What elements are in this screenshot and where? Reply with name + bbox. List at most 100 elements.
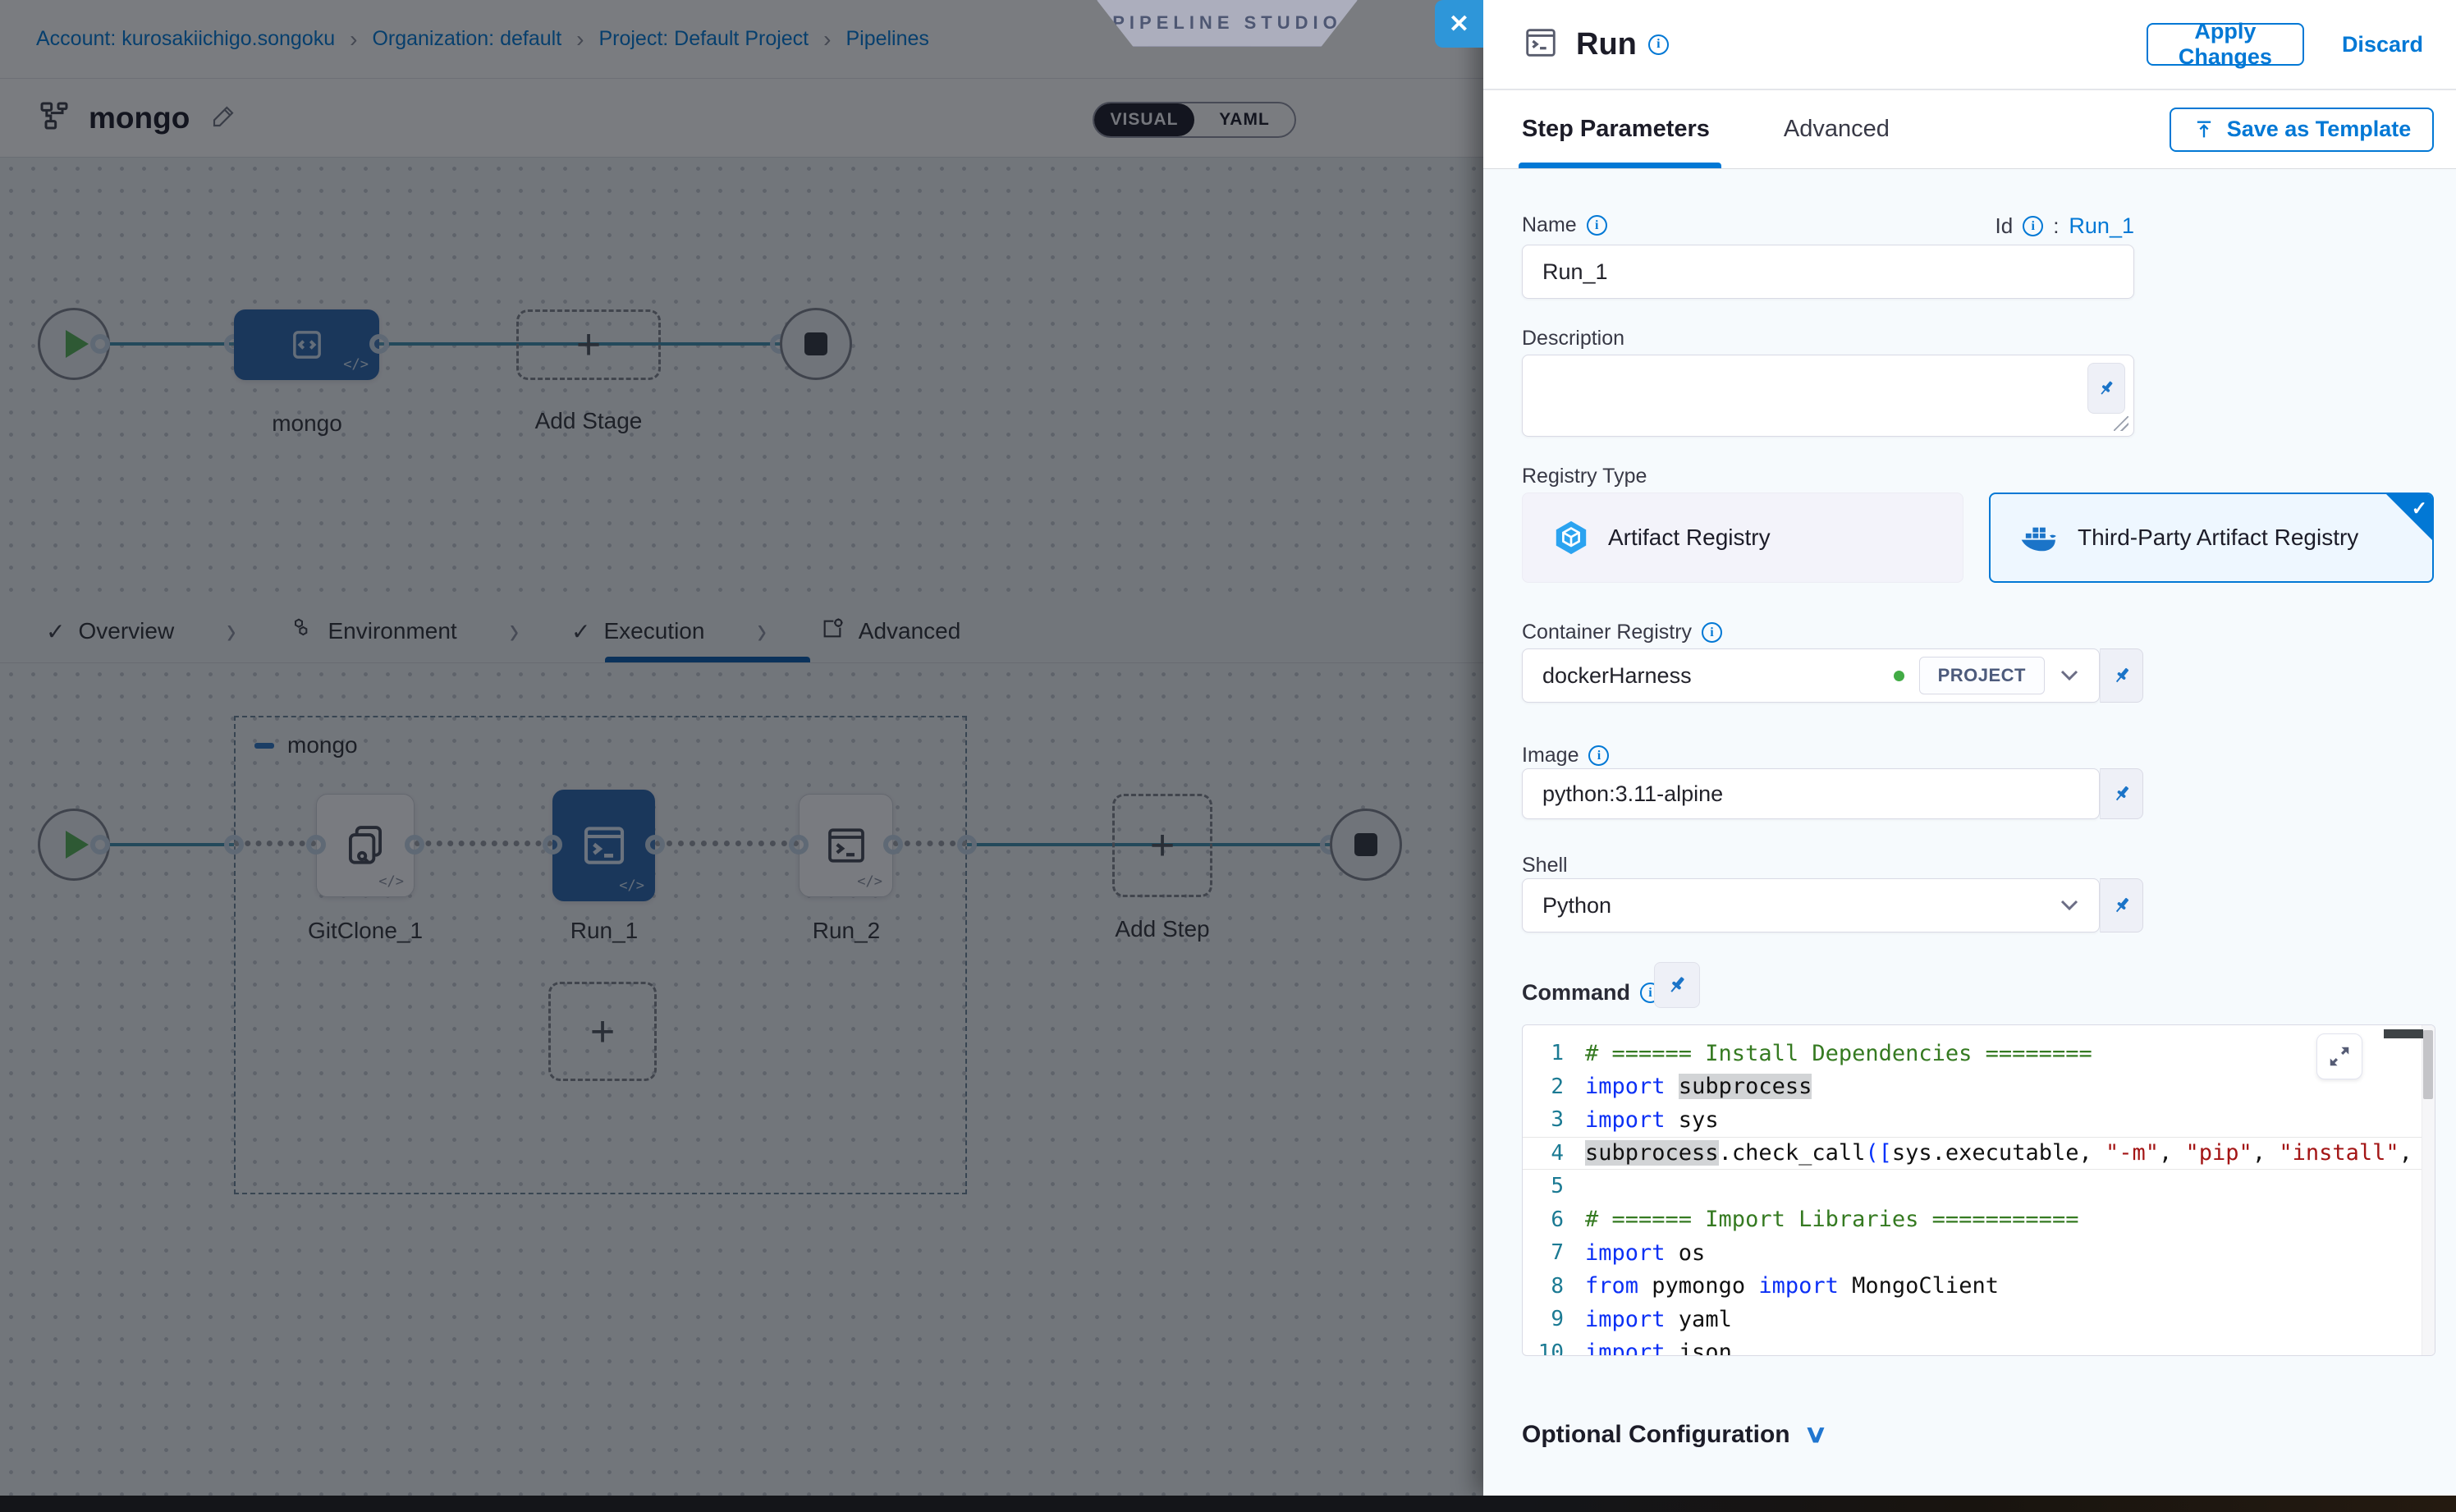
description-textarea[interactable] (1522, 355, 2134, 437)
id-separator: : (2053, 213, 2060, 238)
editor-scrollbar[interactable] (2422, 1025, 2435, 1355)
container-registry-value: dockerHarness (1542, 662, 1692, 688)
line-number: 5 (1551, 1174, 1564, 1199)
pin-button[interactable] (2087, 363, 2125, 414)
save-as-template-button[interactable]: Save as Template (2170, 107, 2434, 152)
artifact-registry-icon (1556, 520, 1587, 555)
editor-overview-marker (2384, 1029, 2423, 1038)
image-input[interactable]: python:3.11-alpine (1522, 768, 2100, 819)
id-row: Id i : Run_1 (1995, 213, 2135, 239)
editor-scrollbar-thumb[interactable] (2423, 1030, 2433, 1099)
terminal-icon (1522, 24, 1560, 66)
shell-label: Shell (1522, 854, 1568, 877)
docker-icon (2021, 527, 2056, 552)
editor-line[interactable]: 9 import yaml (1523, 1303, 2435, 1336)
line-number: 1 (1551, 1041, 1564, 1066)
line-code: import subprocess (1585, 1074, 1812, 1100)
command-editor[interactable]: 1 # ====== Install Dependencies ======== 2… (1522, 1024, 2435, 1356)
tab-step-parameters[interactable]: Step Parameters (1519, 90, 1721, 168)
editor-line[interactable]: 10 import json (1523, 1336, 2435, 1356)
name-input[interactable]: Run_1 (1522, 245, 2134, 299)
info-icon[interactable]: i (1702, 622, 1723, 643)
pin-button[interactable] (2100, 878, 2143, 932)
modal-backdrop[interactable] (0, 0, 1483, 1496)
command-editor-lines: 1 # ====== Install Dependencies ======== 2… (1523, 1025, 2435, 1356)
pipeline-studio-badge: PIPELINE STUDIO (1097, 0, 1358, 47)
step-config-panel: ✕ Run i Apply Changes Discard Step Param… (1435, 0, 2456, 1496)
scope-dot (1893, 670, 1904, 681)
editor-line[interactable]: 5 (1523, 1170, 2435, 1203)
info-icon[interactable]: i (1586, 215, 1607, 236)
chevron-down-icon[interactable] (2060, 670, 2079, 681)
editor-line[interactable]: 4 subprocess.check_call([sys.executable, … (1523, 1136, 2435, 1170)
save-as-template-label: Save as Template (2226, 117, 2412, 141)
info-icon[interactable]: i (1647, 34, 1669, 55)
optional-configuration-toggle[interactable]: Optional Configuration ∨ (1522, 1420, 1828, 1449)
editor-line[interactable]: 2 import subprocess (1523, 1070, 2435, 1104)
info-icon[interactable]: i (1588, 745, 1610, 766)
panel-title: Run (1576, 26, 1637, 62)
line-code: # ====== Install Dependencies ======== (1585, 1040, 2092, 1066)
line-number: 6 (1551, 1207, 1564, 1232)
registry-option-artifact[interactable]: Artifact Registry (1522, 493, 1963, 583)
optional-configuration-label: Optional Configuration (1522, 1420, 1790, 1448)
pin-button[interactable] (1654, 962, 1700, 1008)
container-registry-input[interactable]: dockerHarness PROJECT (1522, 648, 2100, 703)
line-code: from pymongo import MongoClient (1585, 1273, 1999, 1299)
editor-line[interactable]: 8 from pymongo import MongoClient (1523, 1270, 2435, 1304)
info-icon[interactable]: i (2023, 216, 2044, 236)
check-icon: ✓ (2411, 497, 2427, 519)
line-code: import os (1585, 1239, 1706, 1266)
line-number: 9 (1551, 1307, 1564, 1332)
registry-type-label: Registry Type (1522, 465, 1647, 488)
desktop-bottom-strip (0, 1496, 2456, 1512)
resize-handle[interactable] (2114, 416, 2128, 431)
close-button[interactable]: ✕ (1435, 0, 1483, 48)
registry-option-third-party[interactable]: Third-Party Artifact Registry ✓ (1989, 493, 2434, 583)
panel-header: Run i Apply Changes Discard (1483, 0, 2456, 90)
upload-icon (2197, 121, 2211, 137)
fullscreen-icon (2330, 1047, 2349, 1066)
id-value: Run_1 (2069, 213, 2134, 238)
shell-value: Python (1542, 892, 1612, 918)
editor-line[interactable]: 3 import sys (1523, 1103, 2435, 1137)
pin-button[interactable] (2100, 768, 2143, 819)
line-number: 3 (1551, 1107, 1564, 1133)
shell-field: Python (1522, 878, 2143, 932)
image-field: python:3.11-alpine (1522, 768, 2143, 819)
apply-changes-button[interactable]: Apply Changes (2146, 19, 2304, 69)
line-number: 8 (1551, 1273, 1564, 1299)
chevron-down-icon[interactable] (2060, 900, 2079, 911)
line-code: # ====== Import Libraries =========== (1585, 1207, 2079, 1233)
line-number: 7 (1551, 1240, 1564, 1266)
registry-option-label: Third-Party Artifact Registry (2078, 525, 2359, 550)
expand-editor-button[interactable] (2316, 1033, 2362, 1079)
shell-select[interactable]: Python (1522, 878, 2100, 932)
description-label: Description (1522, 327, 1625, 350)
discard-button[interactable]: Discard (2341, 31, 2423, 57)
line-code: import yaml (1585, 1306, 1732, 1332)
line-number: 4 (1551, 1140, 1564, 1166)
line-code: import sys (1585, 1107, 1719, 1133)
container-registry-field: dockerHarness PROJECT (1522, 648, 2143, 703)
scope-badge: PROJECT (1918, 657, 2045, 694)
line-number: 10 (1537, 1340, 1564, 1356)
id-label: Id (1995, 213, 2014, 238)
editor-line[interactable]: 6 # ====== Import Libraries =========== (1523, 1203, 2435, 1237)
editor-line[interactable]: 1 # ====== Install Dependencies ======== (1523, 1037, 2435, 1070)
registry-option-label: Artifact Registry (1608, 525, 1771, 550)
selected-corner (2386, 494, 2432, 540)
tab-panel-advanced[interactable]: Advanced (1783, 116, 1890, 142)
line-number: 2 (1551, 1074, 1564, 1099)
pin-button[interactable] (2100, 648, 2143, 703)
line-code: import json (1585, 1340, 1732, 1356)
chevron-down-icon: ∨ (1803, 1421, 1828, 1448)
editor-line[interactable]: 7 import os (1523, 1236, 2435, 1270)
line-code: subprocess.check_call([sys.executable, "… (1585, 1140, 2412, 1166)
